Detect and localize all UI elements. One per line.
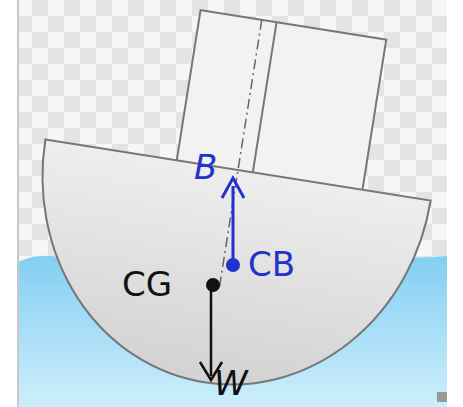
weight-arrow — [210, 285, 213, 376]
buoyancy-arrow — [232, 186, 235, 262]
cabin-divider — [253, 22, 277, 172]
cabin — [176, 10, 387, 197]
center-of-gravity-dot — [206, 278, 220, 292]
center-of-buoyancy-dot — [226, 258, 240, 272]
frame-line — [17, 0, 19, 407]
point-label: CG — [122, 267, 172, 301]
buoyancy-arrowhead — [222, 178, 244, 198]
force-label: B — [194, 150, 217, 184]
hull — [12, 139, 431, 407]
corner-mark — [437, 392, 447, 402]
boat — [12, 0, 455, 407]
force-label: W — [214, 366, 248, 400]
point-label: CB — [248, 247, 295, 281]
